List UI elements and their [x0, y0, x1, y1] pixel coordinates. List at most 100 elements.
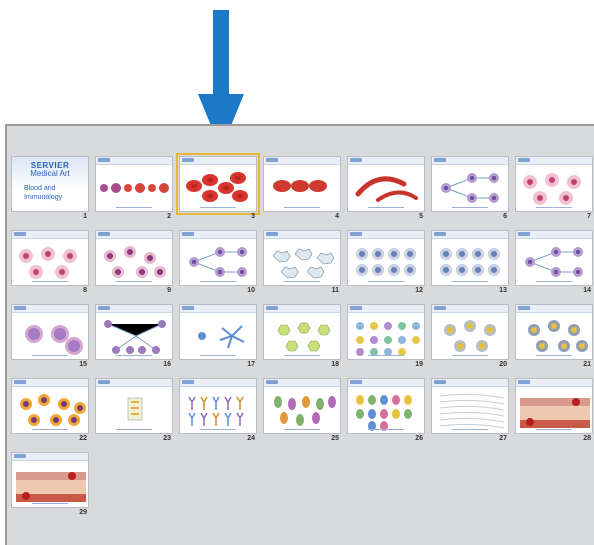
slide-preview[interactable] [347, 304, 425, 360]
slide-footer [284, 355, 320, 356]
slide-thumbnail[interactable]: 21 [515, 304, 594, 378]
slide-thumbnail[interactable]: 8 [11, 230, 91, 304]
slide-thumbnail[interactable]: 4 [263, 156, 343, 230]
slide-number: 16 [163, 361, 171, 368]
slide-thumbnail[interactable]: 28 [515, 378, 594, 452]
slide-thumbnail[interactable]: 18 [263, 304, 343, 378]
slide-illustration [104, 320, 166, 354]
slide-thumbnail[interactable]: 27 [431, 378, 511, 452]
slide-illustration [20, 394, 86, 426]
slide-number: 15 [79, 361, 87, 368]
slide-thumbnail[interactable]: 14 [515, 230, 594, 304]
slide-preview[interactable] [263, 304, 341, 360]
slide-thumbnail[interactable]: 9 [95, 230, 175, 304]
slide-thumbnail[interactable]: 13 [431, 230, 511, 304]
slide-logo-icon [434, 306, 446, 310]
slide-illustration [356, 395, 412, 431]
slide-number: 25 [331, 435, 339, 442]
slide-preview[interactable] [95, 304, 173, 360]
slide-preview[interactable] [431, 304, 509, 360]
slide-thumbnail[interactable]: 15 [11, 304, 91, 378]
slide-logo-icon [434, 158, 446, 162]
slide-thumbnail[interactable]: 22 [11, 378, 91, 452]
slide-thumbnail[interactable]: 25 [263, 378, 343, 452]
slide-footer [32, 503, 68, 504]
slide-thumbnail[interactable]: 11 [263, 230, 343, 304]
slide-thumbnail[interactable]: SERVIER Medical Art Blood and Immunology… [11, 156, 91, 230]
slide-preview[interactable] [515, 304, 593, 360]
slide-thumbnail[interactable]: 5 [347, 156, 427, 230]
slide-preview[interactable] [515, 156, 593, 212]
slide-preview[interactable] [347, 378, 425, 434]
slide-thumbnail[interactable]: 10 [179, 230, 259, 304]
slide-illustration [19, 247, 77, 279]
slide-thumbnail[interactable]: 26 [347, 378, 427, 452]
slide-thumbnail[interactable]: 19 [347, 304, 427, 378]
slide-illustration [355, 176, 418, 202]
slide-preview[interactable] [11, 304, 89, 360]
slide-preview[interactable] [179, 230, 257, 286]
slide-illustration [444, 320, 496, 352]
slide-header-band [180, 305, 256, 313]
slide-illustration [523, 173, 581, 205]
slide-preview[interactable] [263, 230, 341, 286]
slide-preview[interactable] [95, 156, 173, 212]
slide-header-band [432, 157, 508, 165]
slide-preview[interactable] [11, 452, 89, 508]
slide-preview[interactable] [179, 304, 257, 360]
slide-header-band [348, 231, 424, 239]
slide-thumbnail[interactable]: 7 [515, 156, 594, 230]
slide-header-band [12, 231, 88, 239]
slide-logo-icon [350, 232, 362, 236]
slide-preview[interactable] [431, 156, 509, 212]
slide-preview[interactable] [11, 230, 89, 286]
slide-thumbnail[interactable]: 17 [179, 304, 259, 378]
slide-thumbnail[interactable]: 3 [176, 153, 260, 230]
slide-logo-icon [182, 306, 194, 310]
slide-preview[interactable] [263, 156, 341, 212]
slide-preview[interactable] [11, 378, 89, 434]
slide-thumbnail[interactable]: 20 [431, 304, 511, 378]
slide-footer [536, 281, 572, 282]
slide-logo-icon [266, 380, 278, 384]
slide-logo-icon [182, 158, 194, 162]
slide-preview[interactable] [515, 378, 593, 434]
slide-footer [284, 281, 320, 282]
slide-preview[interactable] [431, 378, 509, 434]
slide-footer [368, 207, 404, 208]
cover-title-line1: Blood and [24, 185, 56, 192]
slide-thumbnail[interactable]: 24 [179, 378, 259, 452]
slide-preview[interactable] [515, 230, 593, 286]
selected-slide-preview[interactable] [176, 153, 260, 215]
slide-header-band [264, 157, 340, 165]
slide-preview[interactable] [347, 230, 425, 286]
slide-number: 14 [583, 287, 591, 294]
slide-preview[interactable]: SERVIER Medical Art Blood and Immunology [11, 156, 89, 212]
slide-thumbnail[interactable]: 16 [95, 304, 175, 378]
slide-preview[interactable] [95, 230, 173, 286]
slide-thumbnail[interactable]: 12 [347, 230, 427, 304]
slide-header-band [96, 379, 172, 387]
slide-logo-icon [266, 306, 278, 310]
slide-header-band [96, 157, 172, 165]
slide-illustration [198, 325, 245, 349]
slide-thumbnail[interactable]: 23 [95, 378, 175, 452]
slide-illustration [16, 472, 86, 502]
slide-header-band [348, 157, 424, 165]
slide-preview[interactable] [263, 378, 341, 434]
slide-header-band [348, 379, 424, 387]
slide-preview[interactable] [179, 378, 257, 434]
slide-logo-icon [98, 232, 110, 236]
slide-preview[interactable] [95, 378, 173, 434]
slide-logo-icon [14, 306, 26, 310]
slide-number: 7 [587, 213, 591, 220]
slide-header-band [180, 231, 256, 239]
slide-thumbnail[interactable]: 6 [431, 156, 511, 230]
slide-illustration [25, 325, 83, 355]
slide-preview[interactable] [431, 230, 509, 286]
slide-thumbnail[interactable]: 2 [95, 156, 175, 230]
slide-preview[interactable] [347, 156, 425, 212]
brand-line1: SERVIER [30, 161, 70, 170]
slide-thumbnail[interactable]: 29 [11, 452, 91, 526]
slide-footer [368, 355, 404, 356]
